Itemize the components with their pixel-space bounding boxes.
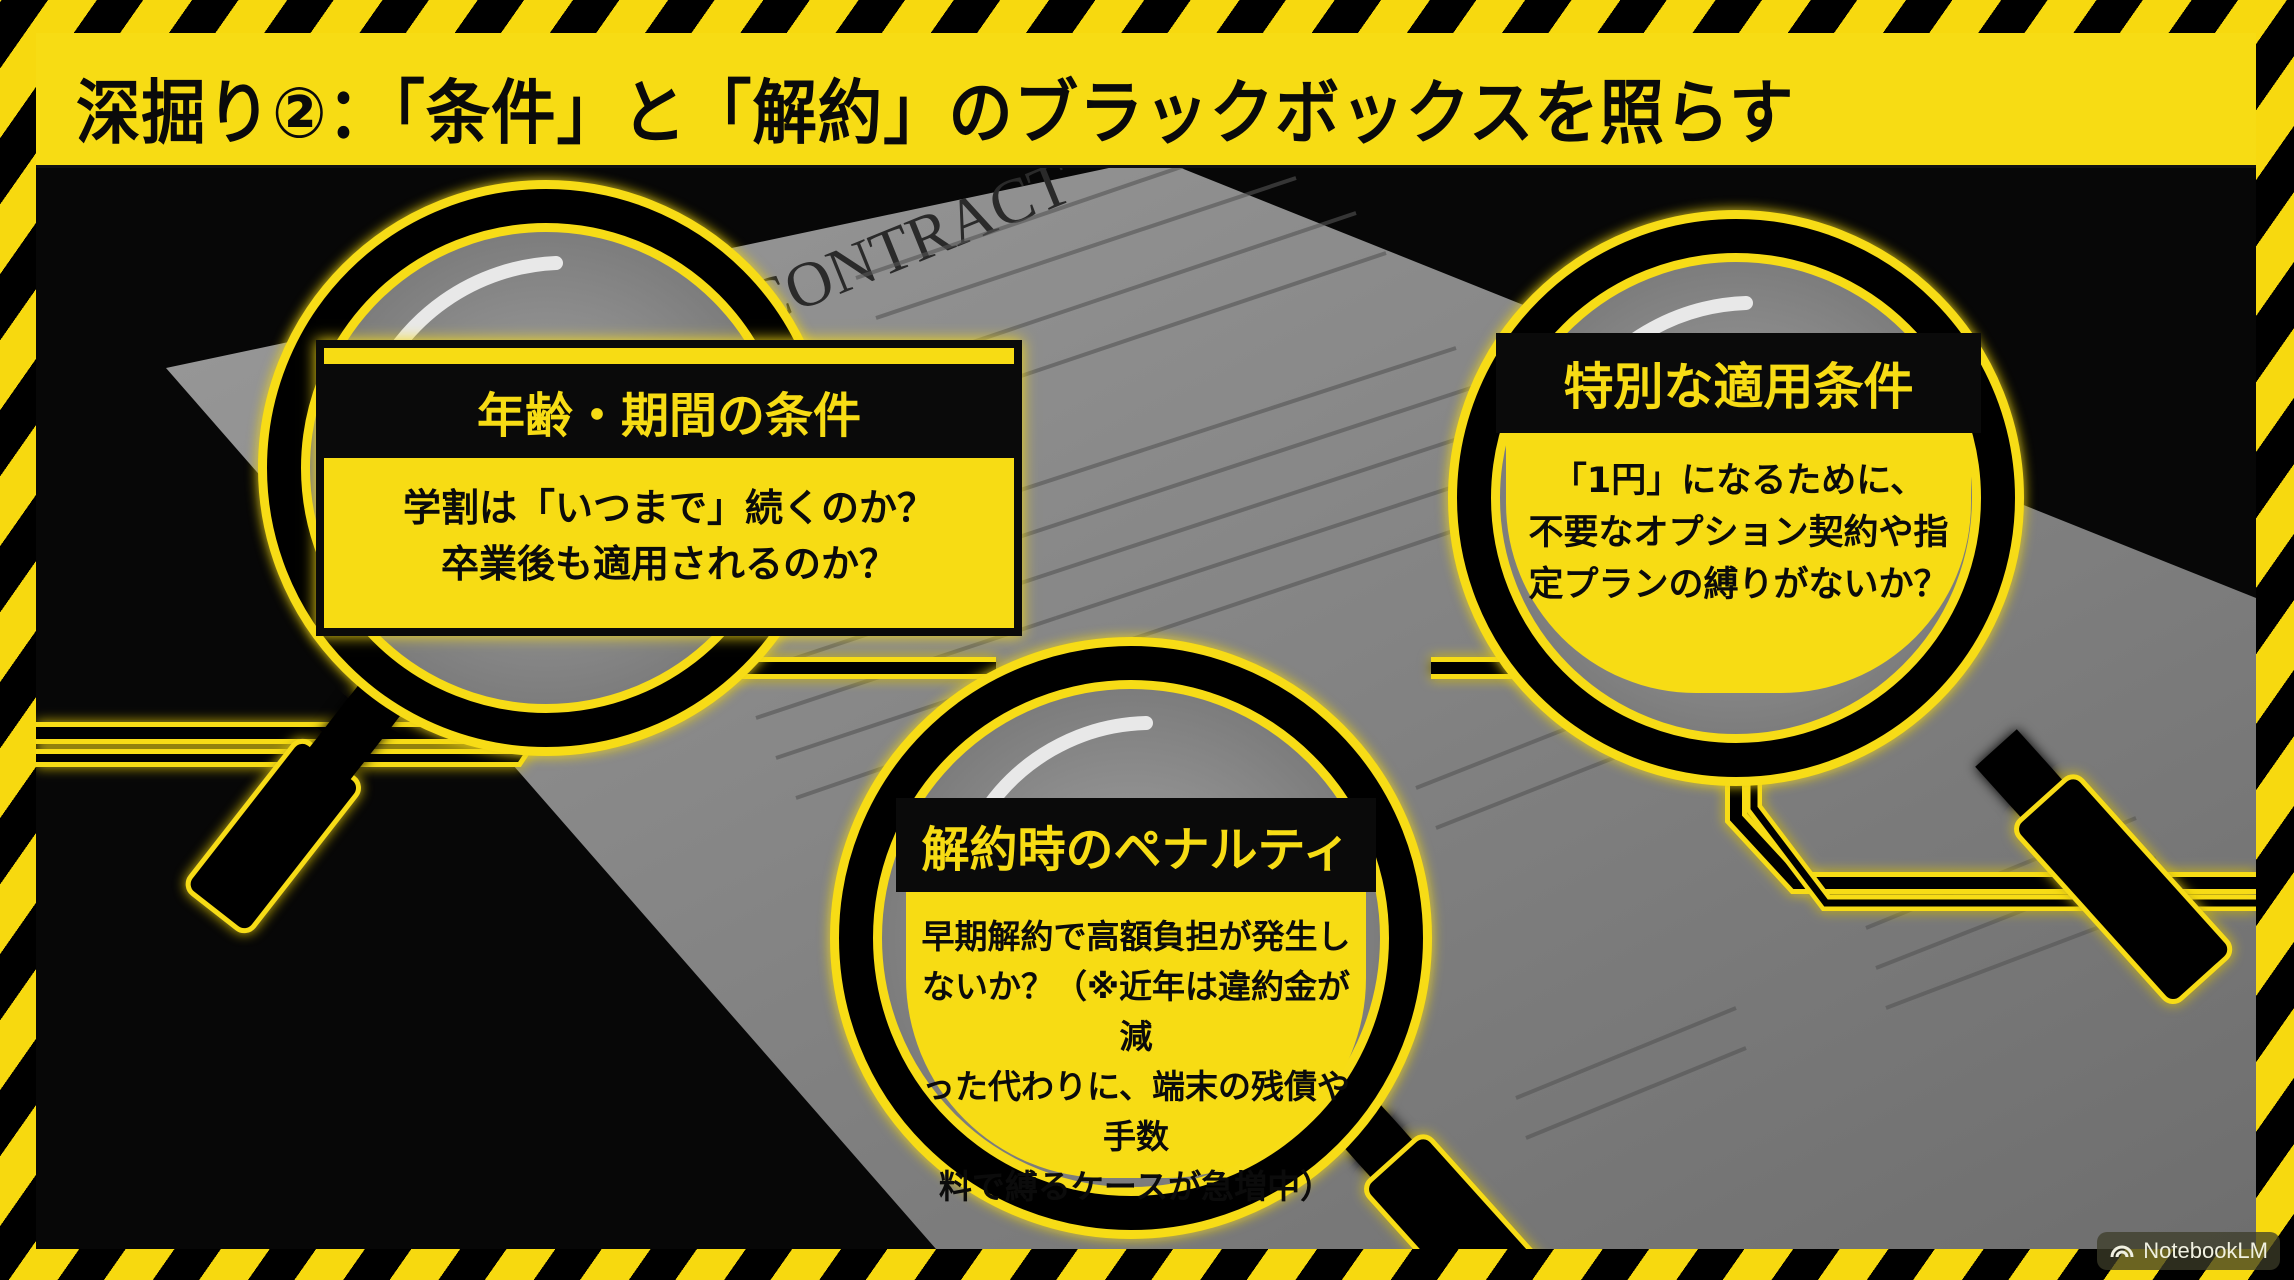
card-heading: 特別な適用条件 xyxy=(1496,333,1981,433)
card-body: 「1円」になるために、 不要なオプション契約や指 定プランの縛りがないか？ xyxy=(1528,461,1949,605)
card-heading: 年齢・期間の条件 xyxy=(324,364,1014,458)
slide-frame: 深掘り②：「条件」と「解約」のブラックボックスを照らす xyxy=(36,33,2256,1249)
notebooklm-logo-icon xyxy=(2109,1238,2135,1264)
card-heading: 解約時のペナルティ xyxy=(896,798,1376,892)
card-body: 早期解約で高額負担が発生し ないか？（※近年は違約金が減 った代わりに、端末の残… xyxy=(921,917,1351,1206)
card-body: 学割は「いつまで」続くのか？ 卒業後も適用されるのか？ xyxy=(402,486,935,586)
notebooklm-watermark: NotebookLM xyxy=(2097,1232,2280,1270)
magnifier-right-card: 特別な適用条件 「1円」になるために、 不要なオプション契約や指 定プランの縛り… xyxy=(1496,333,1981,693)
magnifier-left-card: 年齢・期間の条件 学割は「いつまで」続くのか？ 卒業後も適用されるのか？ xyxy=(316,340,1022,636)
scene: CONTRACT xyxy=(36,168,2256,1249)
watermark-label: NotebookLM xyxy=(2143,1238,2268,1263)
title-bar: 深掘り②：「条件」と「解約」のブラックボックスを照らす xyxy=(36,33,2256,168)
magnifier-center-card: 解約時のペナルティ 早期解約で高額負担が発生し ないか？（※近年は違約金が減 っ… xyxy=(896,798,1376,1206)
slide-title: 深掘り②：「条件」と「解約」のブラックボックスを照らす xyxy=(76,72,1795,154)
